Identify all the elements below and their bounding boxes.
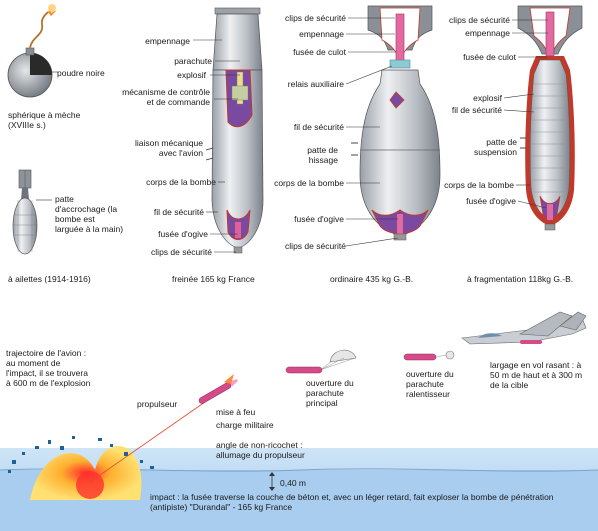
caption-finned-bomb: à ailettes (1914-1916): [8, 274, 91, 284]
label-explosif-fragmentation: explosif: [473, 93, 502, 103]
fragmentation-bomb: [517, 5, 583, 231]
label-trajectoire: trajectoire de l'avion : au moment de l'…: [6, 348, 91, 388]
label-fusee-ogive-ordinaire: fusée d'ogive: [294, 214, 344, 224]
caption-ordinaire: ordinaire 435 kg G.-B.: [330, 274, 414, 284]
label-patte-accrochage: patte d'accrochage (la bombe est larguée…: [55, 194, 124, 234]
label-ouverture-principal: ouverture du parachute principal: [306, 378, 354, 408]
label-fusee-culot-ordinaire: fusée de culot: [293, 47, 346, 57]
label-fusee-ogive-fragmentation: fusée d'ogive: [466, 196, 516, 206]
label-patte-hissage: patte de hissage: [307, 145, 338, 165]
label-corps-fragmentation: corps de la bombe: [444, 180, 514, 190]
label-fusee-freinee: fusée d'ogive: [158, 229, 208, 239]
label-empennage-ordinaire: empennage: [299, 29, 344, 39]
label-fil-fragmentation: fil de sécurité: [451, 105, 502, 115]
freinee-bomb: [205, 7, 264, 254]
label-clips-freinee: clips de sécurité: [151, 247, 212, 257]
label-depth: 0,40 m: [280, 478, 306, 488]
label-clips-ordinaire-bottom: clips de sécurité: [285, 241, 346, 251]
label-mise-a-feu: mise à feu: [216, 407, 256, 417]
durandal-scene: [0, 311, 598, 531]
label-liaison: liaison mécanique avec l'avion: [134, 138, 203, 158]
label-clips-fragmentation: clips de sécurité: [449, 15, 510, 25]
label-empennage-freinee: empennage: [145, 36, 190, 46]
caption-fragmentation: à fragmentation 118kg G.-B.: [467, 274, 574, 284]
label-explosif-freinee: explosif: [177, 70, 206, 80]
label-relais: relais auxiliaire: [287, 79, 344, 89]
label-patte-suspension: patte de suspension: [473, 137, 517, 157]
aircraft: [461, 311, 587, 345]
caption-freinee: freinée 165 kg France: [172, 274, 255, 284]
label-mecanisme: mécanisme de contrôle et de commande: [122, 87, 210, 107]
label-corps-freinee: corps de la bombe: [146, 177, 216, 187]
ordinaire-bomb: [351, 5, 441, 241]
label-fusee-culot-fragmentation: fusée de culot: [463, 52, 516, 62]
label-ouverture-ralentisseur: ouverture du parachute ralentisseur: [406, 369, 454, 399]
round-bomb: [7, 4, 58, 98]
label-poudre-noire: poudre noire: [57, 68, 105, 78]
label-parachute: parachute: [174, 56, 212, 66]
label-charge-militaire: charge militaire: [216, 420, 274, 430]
label-corps-ordinaire: corps de la bombe: [274, 178, 344, 188]
caption-round-bomb: sphérique à mèche (XVIIIe s.): [8, 110, 81, 130]
label-fil-freinee: fil de sécurité: [153, 207, 204, 217]
label-largage: largage en vol rasant : à 50 m de haut e…: [490, 360, 583, 390]
label-impact: impact : la fusée traverse la couche de …: [150, 492, 554, 512]
label-fil-ordinaire: fil de sécurité: [293, 122, 344, 132]
label-empennage-fragmentation: empennage: [465, 28, 510, 38]
finned-bomb: [12, 169, 52, 255]
label-clips-ordinaire-top: clips de sécurité: [285, 13, 346, 23]
label-propulseur: propulseur: [137, 399, 178, 409]
leader-lines: [193, 17, 548, 253]
label-angle-non-ricochet: angle de non-ricochet : allumage du prop…: [216, 440, 305, 460]
